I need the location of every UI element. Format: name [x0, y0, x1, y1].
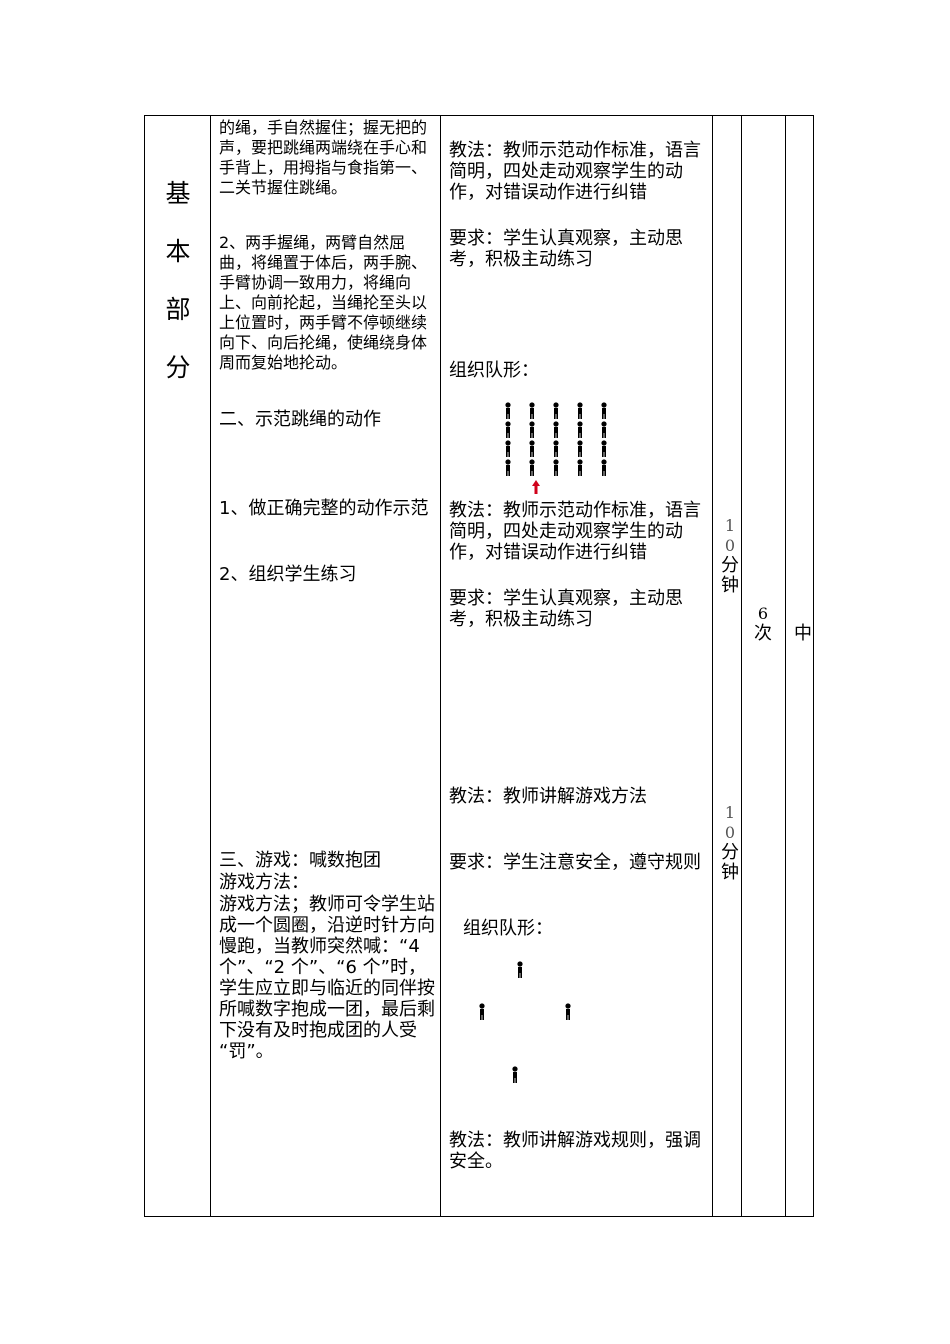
- content-demo-heading: 二、示范跳绳的动作: [219, 409, 381, 430]
- time-digit: 0: [724, 823, 736, 842]
- student-icon: [601, 459, 607, 476]
- time-digit: 1: [724, 803, 736, 822]
- content-game-method: 游戏方法；教师可令学生站成一个圆圈，沿逆时针方向慢跑，当教师突然喊：“4 个”、…: [219, 894, 435, 1062]
- content-game-heading: 三、游戏：喊数抱团: [219, 850, 381, 871]
- section-title-char: 基: [165, 179, 191, 208]
- student-icon: [529, 440, 535, 457]
- teacher-icon: [532, 480, 540, 494]
- method-teaching-4: 教法：教师讲解游戏规则，强调安全。: [449, 1130, 701, 1172]
- student-icon: [512, 1066, 518, 1083]
- time-unit-char: 钟: [721, 862, 739, 883]
- student-icon: [505, 402, 511, 419]
- student-icon: [529, 421, 535, 438]
- student-icon: [577, 459, 583, 476]
- intensity-level: 中: [794, 623, 812, 644]
- student-icon: [505, 440, 511, 457]
- method-requirement-3: 要求：学生注意安全，遵守规则: [449, 852, 701, 873]
- student-icon: [529, 402, 535, 419]
- table-border: [144, 115, 814, 1217]
- student-icon: [553, 402, 559, 419]
- student-icon: [553, 440, 559, 457]
- student-icon: [577, 440, 583, 457]
- column-divider: [785, 115, 786, 1217]
- time-unit-char: 分: [721, 555, 739, 576]
- section-title-char: 分: [165, 353, 191, 382]
- student-icon: [565, 1003, 571, 1020]
- column-divider: [210, 115, 211, 1217]
- time-digit: 1: [724, 516, 736, 535]
- student-rows: [505, 402, 607, 476]
- column-divider: [712, 115, 713, 1217]
- student-icon: [577, 402, 583, 419]
- student-icon: [529, 459, 535, 476]
- column-divider: [741, 115, 742, 1217]
- time-digit: 0: [724, 536, 736, 555]
- count-number: 6: [757, 604, 769, 623]
- method-teaching-1: 教法：教师示范动作标准，语言简明，四处走动观察学生的动作，对错误动作进行纠错: [449, 140, 701, 203]
- method-requirement-1: 要求：学生认真观察，主动思考，积极主动练习: [449, 228, 683, 270]
- student-icon: [553, 459, 559, 476]
- formation-diagram-1: [505, 402, 607, 494]
- student-icon: [601, 421, 607, 438]
- student-icon: [505, 459, 511, 476]
- student-icon: [553, 421, 559, 438]
- student-icon: [577, 421, 583, 438]
- section-title: 基 本 部 分: [160, 165, 196, 397]
- content-demo-step-1: 1、做正确完整的动作示范: [219, 498, 429, 519]
- method-teaching-2: 教法：教师示范动作标准，语言简明，四处走动观察学生的动作，对错误动作进行纠错: [449, 500, 701, 563]
- method-teaching-3: 教法：教师讲解游戏方法: [449, 786, 647, 807]
- time-duration-1: 1 0 分 钟: [719, 516, 741, 596]
- formation-diagram-2: [479, 961, 571, 1083]
- method-formation-label-2: 组织队形：: [463, 918, 553, 939]
- section-title-char: 部: [165, 295, 191, 324]
- student-icon: [505, 421, 511, 438]
- time-unit-char: 钟: [721, 575, 739, 596]
- section-title-char: 本: [165, 237, 191, 266]
- method-formation-label-1: 组织队形：: [449, 360, 539, 381]
- student-icon: [517, 961, 523, 978]
- student-icon: [601, 402, 607, 419]
- content-grip-text: 的绳，手自然握住；握无把的声，要把跳绳两端绕在手心和手背上，用拇指与食指第一、二…: [219, 118, 428, 197]
- student-icon: [479, 1003, 485, 1020]
- content-game-subheading: 游戏方法：: [219, 872, 309, 893]
- method-requirement-2: 要求：学生认真观察，主动思考，积极主动练习: [449, 588, 683, 630]
- count-unit: 次: [754, 623, 772, 644]
- content-demo-step-2: 2、组织学生练习: [219, 564, 357, 585]
- column-divider: [440, 115, 441, 1217]
- practice-count: 6 次: [752, 604, 774, 644]
- content-swing-text: 2、两手握绳，两臂自然屈曲，将绳置于体后，两手腕、手臂协调一致用力，将绳向上、向…: [219, 233, 428, 372]
- time-unit-char: 分: [721, 842, 739, 863]
- student-icon: [601, 440, 607, 457]
- time-duration-2: 1 0 分 钟: [719, 803, 741, 883]
